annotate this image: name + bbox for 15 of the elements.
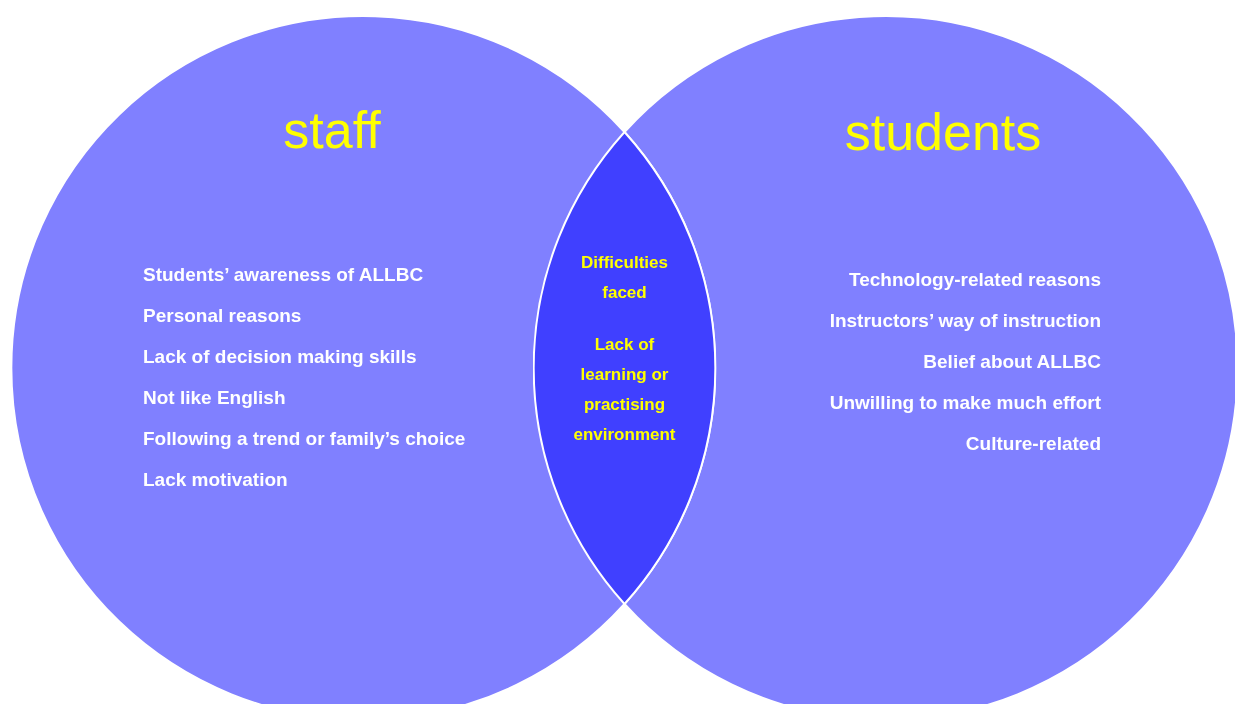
list-item: Instructors’ way of instruction: [829, 309, 1101, 333]
overlap-text: Lack of learning or practising environment: [572, 334, 677, 446]
list-item: Unwilling to make much effort: [829, 391, 1101, 415]
list-item: Personal reasons: [143, 304, 302, 328]
circle-heading: staff: [282, 104, 382, 156]
list-item: Students’ awareness of ALLBC: [143, 263, 424, 287]
overlap-text: Difficulties faced: [580, 252, 669, 304]
list-item: Not like English: [143, 386, 286, 410]
list-item: Belief about ALLBC: [923, 350, 1101, 374]
list-item: Technology-related reasons: [849, 268, 1101, 292]
list-item: Culture-related: [965, 432, 1101, 456]
circle-heading: students: [843, 106, 1043, 158]
list-item: Lack of decision making skills: [143, 345, 417, 369]
list-item: Following a trend or family’s choice: [143, 427, 466, 451]
list-item: Lack motivation: [143, 468, 288, 492]
